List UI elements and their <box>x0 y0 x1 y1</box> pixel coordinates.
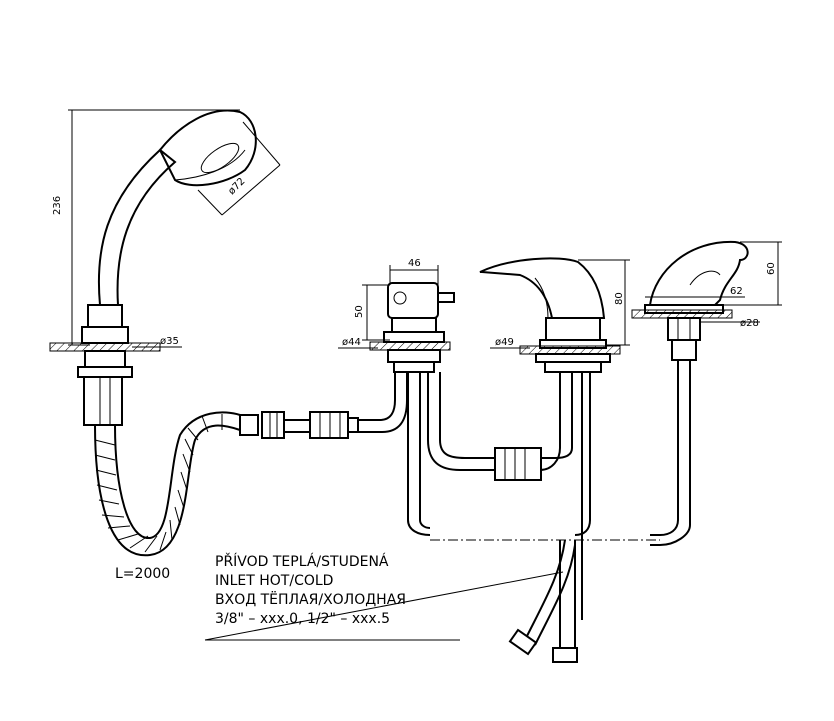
deck-section-3 <box>519 345 621 355</box>
svg-text:ø49: ø49 <box>495 337 514 348</box>
inlet-hoses <box>204 539 578 663</box>
note-line-sizes: 3/8" – xxx.0, 1/2" – xxx.5 <box>215 611 390 627</box>
svg-text:62: 62 <box>730 286 743 297</box>
mixer-lever <box>479 257 606 319</box>
deck-section-4 <box>631 309 733 319</box>
diverter-body <box>387 282 439 319</box>
svg-text:ø44: ø44 <box>342 337 361 348</box>
dim-diverter: 46 50 ø44 <box>338 258 439 349</box>
note-line-ru: ВХОД ТЁПЛАЯ/ХОЛОДНАЯ <box>215 590 406 608</box>
svg-text:46: 46 <box>408 258 421 269</box>
dim-spout: 60 62 ø28 <box>645 241 782 329</box>
dim-mixer: 80 ø49 <box>490 259 630 349</box>
dim-shower-base: ø35 <box>132 336 182 348</box>
flexible-hose: L=2000 <box>94 370 408 582</box>
hose-length-label: L=2000 <box>115 566 170 582</box>
hand-shower <box>49 109 257 426</box>
inlet-note: PŘÍVOD TEPLÁ/STUDENÁ INLET HOT/COLD ВХОД… <box>215 553 406 627</box>
pipe-coupling <box>494 447 542 481</box>
shower-holder-top <box>87 304 123 328</box>
inlet-fitting-1 <box>552 647 578 663</box>
note-line-cz: PŘÍVOD TEPLÁ/STUDENÁ <box>215 553 389 570</box>
spout <box>631 240 749 546</box>
svg-text:ø35: ø35 <box>160 336 179 347</box>
shower-nozzle-face <box>200 142 240 174</box>
shower-handle <box>97 148 177 306</box>
svg-text:236: 236 <box>52 196 63 215</box>
mixer <box>479 257 621 620</box>
svg-text:60: 60 <box>766 262 777 275</box>
diverter-knob <box>437 292 455 303</box>
mixer-body <box>545 317 601 341</box>
svg-text:ø28: ø28 <box>740 318 759 329</box>
shower-hose-connector <box>83 376 123 426</box>
spout-body <box>648 240 749 306</box>
dim-shower-head-diameter: ø72 <box>197 121 281 216</box>
svg-text:50: 50 <box>354 305 365 318</box>
note-line-en: INLET HOT/COLD <box>215 573 333 589</box>
svg-text:80: 80 <box>614 292 625 305</box>
diverter <box>369 282 495 536</box>
dim-shower-height: 236 <box>52 109 240 346</box>
deck-section-2 <box>369 341 451 351</box>
inlet-fitting-2 <box>508 628 538 656</box>
